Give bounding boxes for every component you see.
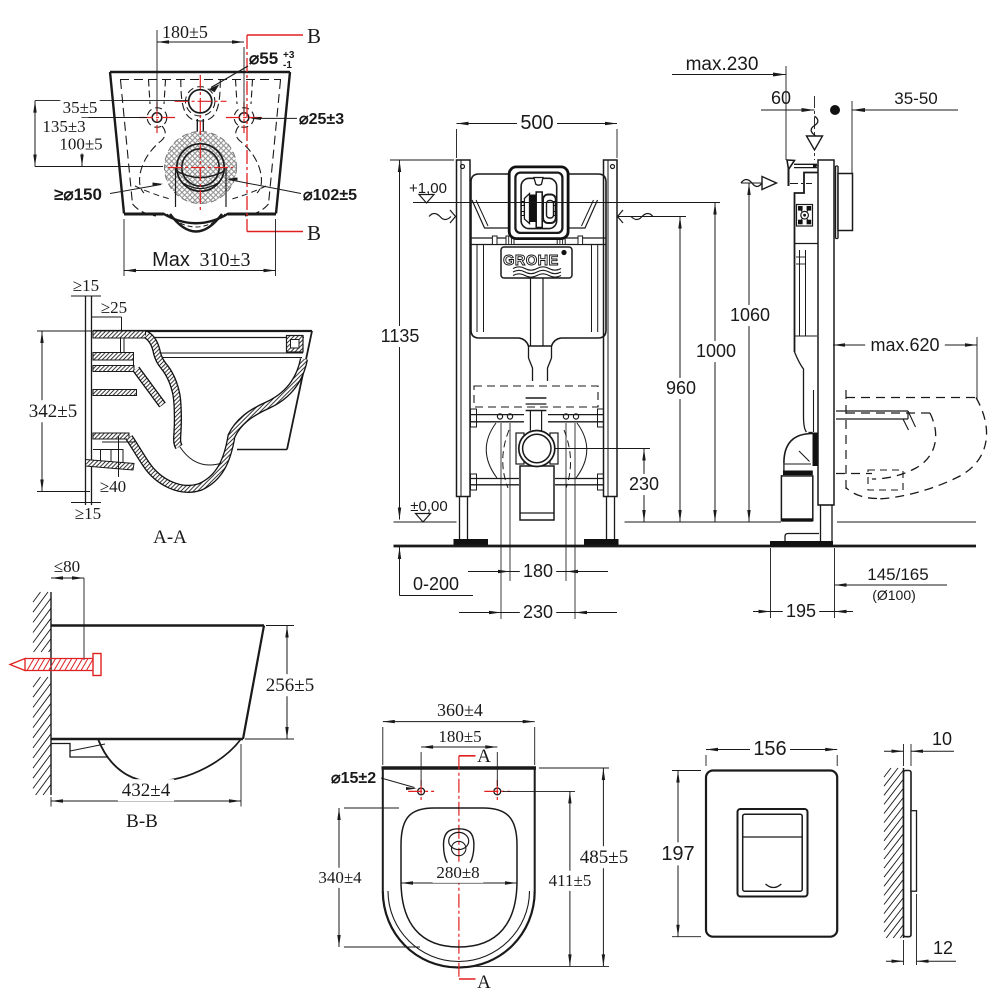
svg-text:+1,00: +1,00 xyxy=(409,180,447,197)
svg-text:230: 230 xyxy=(523,602,553,622)
svg-text:≤80: ≤80 xyxy=(54,557,80,576)
svg-text:197: 197 xyxy=(661,843,694,865)
svg-text:⌀25±3: ⌀25±3 xyxy=(299,111,344,128)
svg-text:180±5: 180±5 xyxy=(438,727,481,746)
svg-text:≥15: ≥15 xyxy=(75,504,101,523)
svg-text:180: 180 xyxy=(523,561,553,581)
svg-text:280±8: 280±8 xyxy=(436,863,479,882)
svg-text:⌀55: ⌀55 xyxy=(249,49,278,68)
svg-text:-1: -1 xyxy=(283,60,292,71)
svg-text:B: B xyxy=(307,24,321,48)
svg-text:12: 12 xyxy=(933,938,953,958)
svg-text:+3: +3 xyxy=(283,50,295,61)
svg-text:≥⌀150: ≥⌀150 xyxy=(54,185,102,204)
svg-text:B: B xyxy=(307,221,321,245)
svg-text:411±5: 411±5 xyxy=(549,871,592,890)
svg-text:500: 500 xyxy=(520,112,553,134)
svg-text:≥15: ≥15 xyxy=(73,276,99,295)
svg-text:960: 960 xyxy=(666,378,696,398)
svg-text:⌀102±5: ⌀102±5 xyxy=(303,187,357,204)
svg-text:1135: 1135 xyxy=(381,326,420,346)
svg-text:60: 60 xyxy=(771,88,791,108)
svg-text:Max: Max xyxy=(152,249,190,271)
svg-text:35-50: 35-50 xyxy=(894,89,937,108)
svg-text:230: 230 xyxy=(629,474,659,494)
svg-text:360±4: 360±4 xyxy=(437,700,483,720)
svg-text:1060: 1060 xyxy=(730,305,770,325)
svg-text:A: A xyxy=(477,972,491,993)
svg-text:⌀15±2: ⌀15±2 xyxy=(331,770,376,787)
svg-text:A: A xyxy=(477,746,491,767)
svg-text:485±5: 485±5 xyxy=(580,847,628,868)
svg-text:GROHE: GROHE xyxy=(503,253,559,269)
svg-text:145/165: 145/165 xyxy=(867,565,928,584)
svg-text:±0,00: ±0,00 xyxy=(410,498,447,515)
svg-text:432±4: 432±4 xyxy=(122,780,171,801)
svg-text:256±5: 256±5 xyxy=(266,675,314,696)
svg-text:(Ø100): (Ø100) xyxy=(872,587,916,603)
svg-text:35±5: 35±5 xyxy=(63,98,98,117)
svg-text:135±3: 135±3 xyxy=(42,117,85,136)
svg-text:342±5: 342±5 xyxy=(29,401,77,422)
svg-text:A-A: A-A xyxy=(153,527,187,548)
svg-text:180±5: 180±5 xyxy=(162,22,208,42)
svg-text:195: 195 xyxy=(786,601,816,621)
svg-text:156: 156 xyxy=(753,738,786,760)
svg-text:max.230: max.230 xyxy=(686,54,759,75)
svg-text:1000: 1000 xyxy=(696,341,736,361)
svg-text:≥40: ≥40 xyxy=(100,477,126,496)
svg-text:≥25: ≥25 xyxy=(101,298,127,317)
svg-text:340±4: 340±4 xyxy=(318,868,362,887)
svg-text:0-200: 0-200 xyxy=(413,574,459,594)
svg-text:310±3: 310±3 xyxy=(200,249,251,271)
svg-text:10: 10 xyxy=(932,729,952,749)
svg-text:100±5: 100±5 xyxy=(59,135,102,154)
svg-text:GROHE: GROHE xyxy=(503,253,559,269)
svg-text:B-B: B-B xyxy=(126,811,158,832)
svg-text:max.620: max.620 xyxy=(870,335,939,355)
